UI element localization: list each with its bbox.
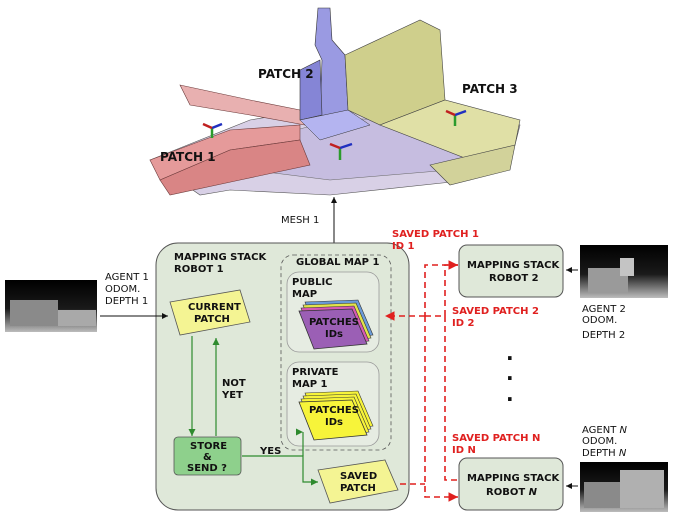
depth-image-n-shape-2 [620,470,664,508]
private-patches-label-1: PATCHES [309,405,359,416]
robot-2-label-2: ROBOT 2 [489,273,539,284]
private-patches-label-2: IDs [325,417,343,428]
saved-patch-2-label-2: ID 2 [452,318,475,329]
agent-1-label: AGENT 1 [105,272,149,283]
patch-3-label: PATCH 3 [462,82,518,96]
saved-patch-n-label-1: SAVED PATCH N [452,433,540,444]
flow-store-to-saved [242,455,318,486]
ellipsis-dot-1: · [506,346,514,370]
agent-2-odom: ODOM. [582,315,617,326]
current-patch-label-1: CURRENT [188,302,241,313]
ellipsis-dot-2: · [506,366,514,390]
mesh-label: MESH 1 [281,215,319,226]
depth-image-n-shape [584,482,624,508]
global-map-label: GLOBAL MAP 1 [296,257,379,268]
public-patches-label-2: IDs [325,329,343,340]
public-patches-stack [298,299,374,350]
stack-1-robot: ROBOT 1 [174,264,224,275]
mapping-stack-robot-n [458,457,564,511]
saved-patch-label-1: SAVED [340,471,377,482]
yes-label: YES [259,446,281,457]
depth-image-2-shape-2 [620,258,634,276]
robot-2-label-1: MAPPING STACK [467,260,560,271]
patch-1-label: PATCH 1 [160,150,216,164]
stack-1-title: MAPPING STACK [174,252,267,263]
public-patches-label-1: PATCHES [309,317,359,328]
saved-patch-2-label-1: SAVED PATCH 2 [452,306,539,317]
store-label-3: SEND ? [187,463,227,474]
agent-n-depth: DEPTH N [582,448,627,459]
mapping-stack-robot-2 [458,244,564,298]
agent-1-depth: DEPTH 1 [105,296,148,307]
robot-n-label-1: MAPPING STACK [467,473,560,484]
depth-image-1-shape [10,300,58,326]
ellipsis-dot-3: · [506,387,514,411]
mesh-illustration [149,7,521,196]
link-robot2-to-robotn [444,316,458,481]
store-label-2: & [203,452,212,463]
saved-patch-node [317,459,399,504]
agent-n-odom: ODOM. [582,436,617,447]
depth-image-1-shape-2 [58,310,96,326]
agent-1-odom: ODOM. [105,284,140,295]
agent-2-depth: DEPTH 2 [582,330,625,341]
not-yet-label-1: NOT [222,378,246,389]
saved-patch-n-label-2: ID N [452,445,476,456]
saved-patch-label-2: PATCH [340,483,376,494]
store-label-1: STORE [190,441,227,452]
private-patches-stack [298,390,374,441]
store-send-node [173,436,242,476]
robot-n-label-2: ROBOT N [486,487,538,498]
public-map-label-1: PUBLIC [292,277,333,288]
saved-patch-1-label-1: SAVED PATCH 1 [392,229,479,240]
link-bus-robotn [424,316,458,502]
global-map-box [280,254,392,451]
link-to-robot2 [444,260,458,316]
current-patch-node [169,289,251,336]
agent-2-label: AGENT 2 [582,304,626,315]
saved-patch-1-label-2: ID 1 [392,241,415,252]
public-map-label-2: MAP [292,289,317,300]
patch-2-label: PATCH 2 [258,67,314,81]
private-map-label-2: MAP 1 [292,379,328,390]
not-yet-label-2: YET [221,390,243,401]
current-patch-label-2: PATCH [194,314,230,325]
agent-n-label: AGENT N [582,425,628,436]
private-map-label-1: PRIVATE [292,367,339,378]
